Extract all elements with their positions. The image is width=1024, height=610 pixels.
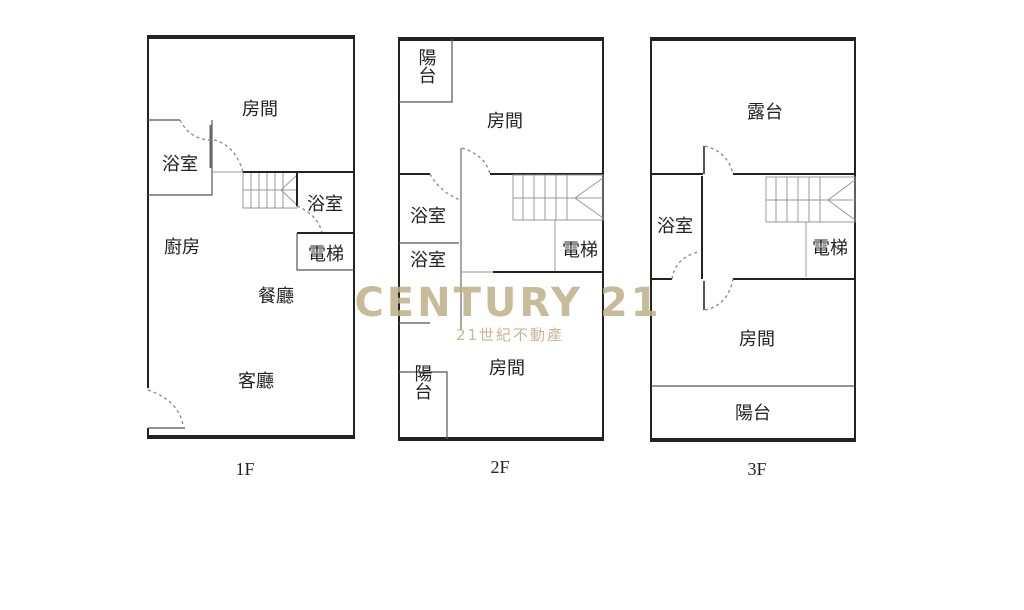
room-label: 浴室 — [410, 250, 446, 271]
room-label: 浴室 — [410, 206, 446, 227]
room-label: 房間 — [242, 99, 278, 120]
watermark-subtitle: 21世紀不動產 — [456, 326, 564, 344]
floor-label: 1F — [235, 459, 254, 479]
floor-label: 3F — [747, 459, 766, 479]
room-label: 電梯 — [308, 244, 344, 265]
room-label: 電梯 — [812, 238, 848, 259]
floor-plan-3f: 露台 浴室 電梯 房間 陽台 3F — [650, 37, 856, 479]
floor-plan-1f: 房間 浴室 浴室 電梯 廚房 餐廳 客廳 1F — [146, 35, 355, 479]
floor-plan-2f: 陽台 房間 浴室 浴室 電梯 房間 陽台 2F — [398, 37, 604, 477]
room-label: 電梯 — [562, 240, 598, 261]
watermark-brand: CENTURY 21 — [354, 280, 661, 326]
room-label: 陽台 — [416, 48, 437, 84]
room-label: 露台 — [747, 102, 783, 123]
room-label: 房間 — [739, 329, 775, 350]
floor-label: 2F — [490, 457, 509, 477]
room-label: 房間 — [489, 358, 525, 379]
room-label: 浴室 — [162, 154, 198, 175]
room-label: 餐廳 — [258, 286, 294, 307]
room-label: 陽台 — [412, 364, 433, 400]
room-label: 客廳 — [238, 371, 274, 392]
room-label: 廚房 — [164, 236, 200, 258]
room-label: 房間 — [487, 111, 523, 132]
room-label: 浴室 — [307, 194, 343, 215]
century21-watermark: CENTURY 21 21世紀不動產 — [354, 280, 661, 344]
room-label: 浴室 — [657, 216, 693, 237]
room-label: 陽台 — [735, 403, 771, 424]
